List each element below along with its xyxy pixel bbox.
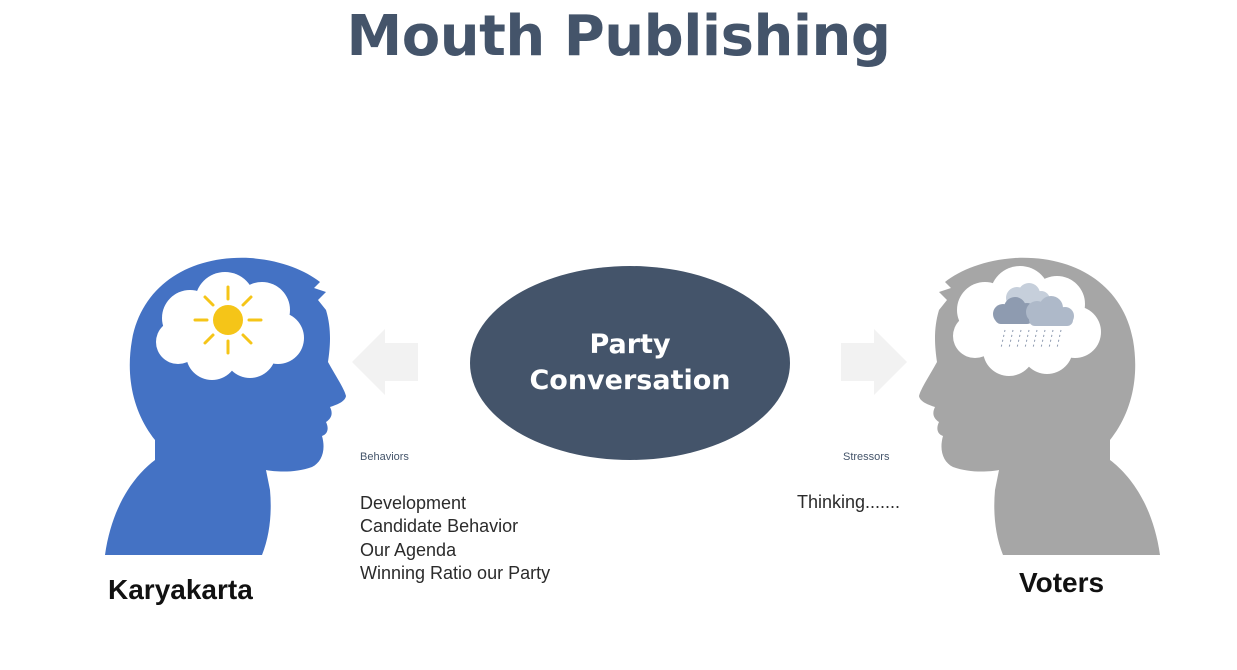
page-title: Mouth Publishing [346, 4, 891, 69]
right-arrow [841, 329, 909, 399]
stressors-note: Thinking....... [797, 492, 901, 512]
list-item: Winning Ratio our Party [360, 562, 551, 583]
voters-name: Voters [1019, 567, 1105, 598]
rain-cloud-icon [993, 283, 1074, 349]
left-arrow [352, 329, 420, 399]
behaviors-list: Development Candidate Behavior Our Agend… [360, 492, 550, 585]
party-conversation-label: Party Conversation [529, 329, 731, 396]
karyakarta-name: Karyakarta [108, 574, 253, 605]
list-item: Our Agenda [360, 539, 457, 560]
list-item: Development [360, 493, 467, 513]
voters-head [905, 250, 1165, 560]
party-conversation-ellipse: Party Conversation [470, 266, 790, 460]
list-item: Candidate Behavior [360, 516, 519, 537]
sun-icon [193, 285, 263, 355]
karyakarta-head [100, 250, 360, 560]
behaviors-label: Behaviors [360, 451, 409, 463]
stressors-label: Stressors [843, 451, 890, 463]
